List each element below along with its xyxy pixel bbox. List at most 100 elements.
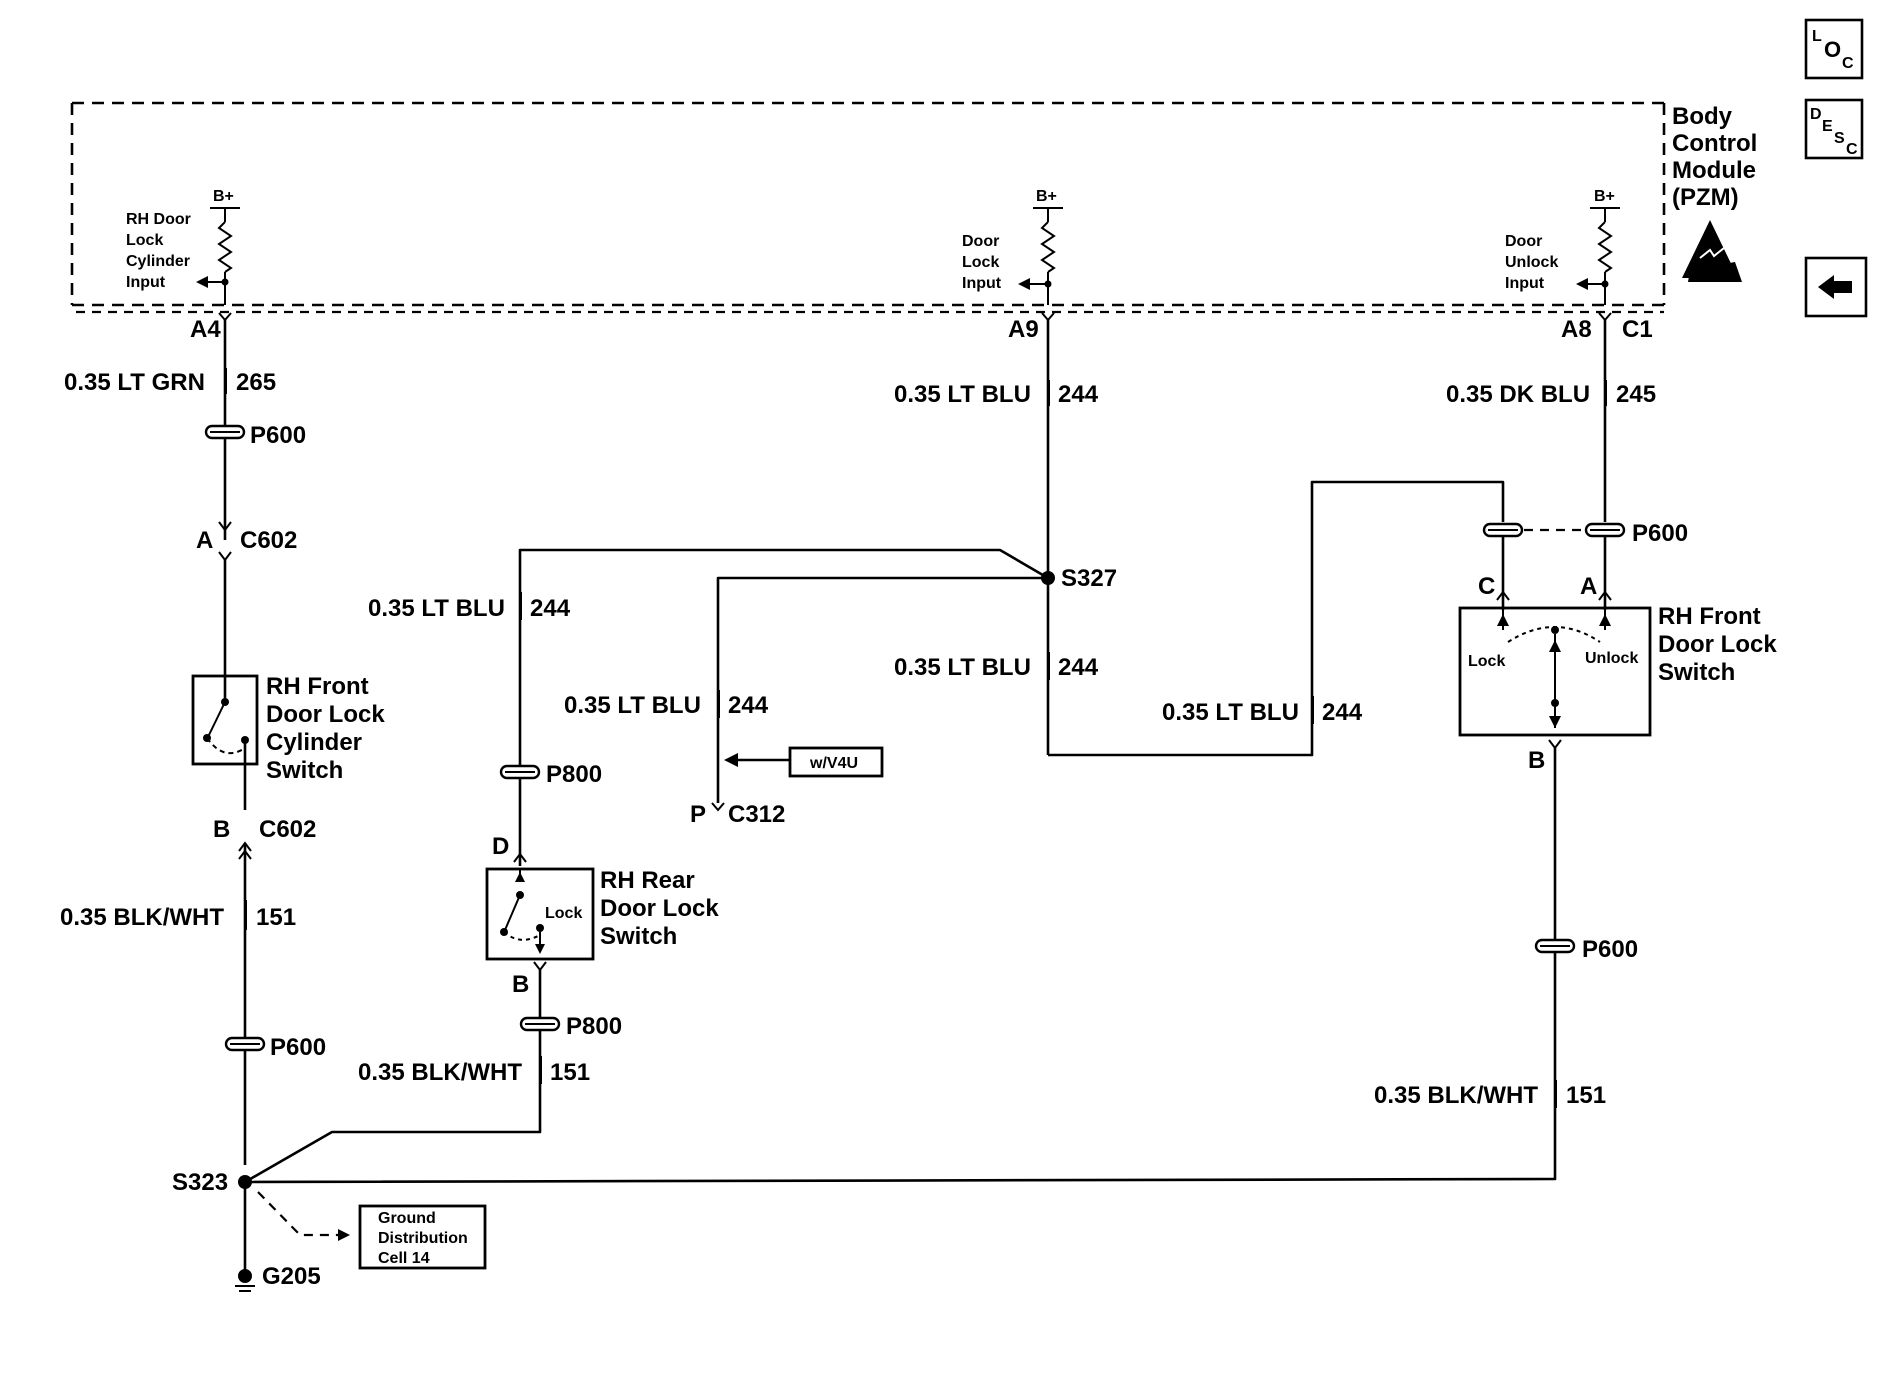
- wire-244-to-front-switch: [1048, 480, 1505, 757]
- circuit-244-right: 0.35 LT BLU 244: [1162, 696, 1363, 726]
- loc-letter-l: L: [1812, 28, 1822, 45]
- connector-c312: P C312: [690, 801, 785, 828]
- input-rh-cyl-line-1: RH Door: [126, 211, 191, 228]
- p600-label-4: P600: [1582, 936, 1638, 963]
- option-w-v4u: w/V4U: [724, 746, 884, 778]
- front-pin-c: C: [1478, 573, 1495, 600]
- wire-245-circuit: 245: [1616, 381, 1656, 408]
- ground-wire-right: [244, 953, 1557, 1184]
- bcm-name-line-1: Body: [1672, 103, 1733, 130]
- circuit-151-right: 0.35 BLK/WHT 151: [1374, 1080, 1606, 1109]
- wire-265-circuit: 265: [236, 369, 276, 396]
- wire-244-right-gauge: 0.35 LT BLU: [1162, 699, 1299, 726]
- p600-label-3: P600: [1632, 520, 1688, 547]
- ground-wire-rear: [244, 1040, 542, 1184]
- front-switch-lock: Lock: [1468, 653, 1505, 670]
- rh-rear-lock-label: Lock: [545, 905, 582, 922]
- wire-244-to-rear: [518, 548, 1049, 766]
- front-pin-a: A: [1580, 573, 1597, 600]
- rh-front-door-lock-switch: Lock Unlock RH Front Door Lock Switch: [1458, 603, 1777, 737]
- front-pin-b: B: [1528, 747, 1545, 774]
- s323-label: S323: [172, 1169, 228, 1196]
- c602-pin-b: B: [213, 816, 230, 843]
- rh-front-door-lock-cylinder-switch: RH Front Door Lock Cylinder Switch: [191, 673, 385, 810]
- input-unlock-line-1: Door: [1505, 233, 1542, 250]
- bcm-name-line-2: Control: [1672, 130, 1757, 157]
- wire-244-top-gauge: 0.35 LT BLU: [894, 381, 1031, 408]
- ground-g205: G205: [235, 1182, 321, 1292]
- rh-rear-line-2: Door Lock: [600, 895, 719, 922]
- connector-p800-bottom: P800: [519, 1013, 622, 1040]
- s327-label: S327: [1061, 565, 1117, 592]
- wire-244-top-circuit: 244: [1058, 381, 1099, 408]
- connector-c602-b: B C602: [213, 816, 316, 860]
- p800-label-2: P800: [566, 1013, 622, 1040]
- ground-ref-line-2: Distribution: [378, 1230, 468, 1247]
- ground-ref-line-3: Cell 14: [378, 1250, 430, 1267]
- bcm-name-line-4: (PZM): [1672, 184, 1739, 211]
- bplus-label-mid: B+: [1036, 188, 1057, 205]
- ground-distribution-reference: Ground Distribution Cell 14: [257, 1191, 487, 1270]
- wire-244-c312-gauge: 0.35 LT BLU: [564, 692, 701, 719]
- c312-pin-p: P: [690, 801, 706, 828]
- rear-pin-b: B: [512, 971, 529, 998]
- p800-label-1: P800: [546, 761, 602, 788]
- input-lock-line-3: Input: [962, 275, 1002, 292]
- bcm-label: Body Control Module (PZM): [1672, 103, 1757, 211]
- back-button[interactable]: [1804, 256, 1868, 318]
- pin-a8: A8: [1561, 316, 1592, 343]
- pin-a4: A4: [190, 316, 221, 343]
- loc-letter-o: O: [1824, 37, 1841, 62]
- bplus-label-left: B+: [213, 188, 234, 205]
- rh-rear-line-1: RH Rear: [600, 867, 695, 894]
- wire-244-right-circuit: 244: [1322, 699, 1363, 726]
- c602-label-b: C602: [259, 816, 316, 843]
- circuit-151-rear: 0.35 BLK/WHT 151: [358, 1056, 590, 1086]
- wire-244-rear-circuit: 244: [530, 595, 571, 622]
- rh-front-cyl-line-3: Cylinder: [266, 729, 362, 756]
- wire-151-right-circuit: 151: [1566, 1082, 1606, 1109]
- wire-244-mid-circuit: 244: [1058, 654, 1099, 681]
- rh-front-sw-line-3: Switch: [1658, 659, 1735, 686]
- bcm-boundary: [70, 101, 1666, 314]
- ground-ref-line-1: Ground: [378, 1210, 436, 1227]
- left-arrow-icon: [1818, 275, 1852, 299]
- connector-p600-left-top: P600: [204, 422, 306, 449]
- wire-245-gauge: 0.35 DK BLU: [1446, 381, 1590, 408]
- circuit-244-rear: 0.35 LT BLU 244: [368, 592, 571, 622]
- bplus-label-right: B+: [1594, 188, 1615, 205]
- rh-front-sw-line-2: Door Lock: [1658, 631, 1777, 658]
- input-rh-cyl-line-4: Input: [126, 274, 166, 291]
- wire-151-rear-circuit: 151: [550, 1059, 590, 1086]
- desc-button[interactable]: D E S C: [1804, 98, 1864, 160]
- wire-151-rear-gauge: 0.35 BLK/WHT: [358, 1059, 522, 1086]
- wire-244-c312-circuit: 244: [728, 692, 769, 719]
- loc-button[interactable]: L O C: [1804, 18, 1864, 80]
- connector-p600-left-bottom: P600: [224, 1034, 326, 1061]
- g205-label: G205: [262, 1263, 321, 1290]
- connector-p800-top: P800: [499, 761, 602, 788]
- circuit-244-c312: 0.35 LT BLU 244: [564, 690, 769, 719]
- circuit-151-left: 0.35 BLK/WHT 151: [60, 843, 296, 1165]
- wire-151-right-gauge: 0.35 BLK/WHT: [1374, 1082, 1538, 1109]
- connector-c602-a: A C602: [196, 521, 297, 562]
- c312-label: C312: [728, 801, 785, 828]
- esd-warning-icon: [1682, 220, 1742, 282]
- pin-c1: C1: [1622, 316, 1653, 343]
- front-switch-pins: C A: [1478, 573, 1612, 601]
- resistor-lock-input: B+ Door Lock Input: [962, 188, 1063, 305]
- wire-151-left-circuit: 151: [256, 904, 296, 931]
- rh-front-sw-line-1: RH Front: [1658, 603, 1761, 630]
- loc-letter-c: C: [1842, 55, 1854, 72]
- splice-s323: S323: [172, 1169, 252, 1196]
- rear-pin-d: D: [492, 833, 509, 860]
- module-pins: A4 A9 A8 C1: [190, 312, 1653, 343]
- connector-p600-right-pair: P600: [1482, 520, 1688, 547]
- connector-rear-pin-d: D: [492, 833, 527, 863]
- input-lock-line-2: Lock: [962, 254, 999, 271]
- resistor-unlock-input: B+ Door Unlock Input: [1505, 188, 1620, 305]
- rh-rear-line-3: Switch: [600, 923, 677, 950]
- wire-151-left-gauge: 0.35 BLK/WHT: [60, 904, 224, 931]
- circuit-244-top: 0.35 LT BLU 244: [894, 320, 1099, 755]
